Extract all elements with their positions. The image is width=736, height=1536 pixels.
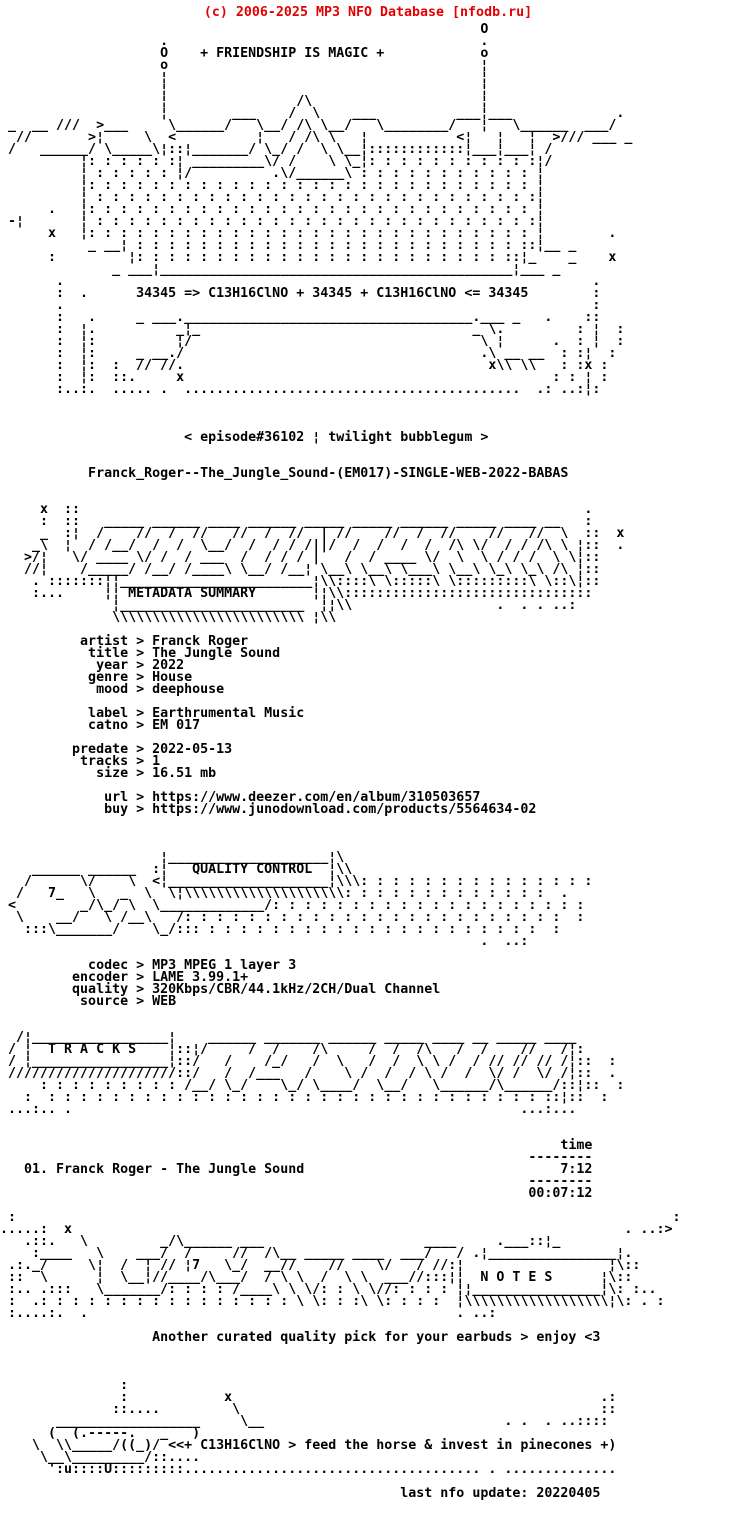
nfo-ascii-art: O . . O + FRIENDSHIP IS MAGIC + o o ¦ <box>0 22 681 1501</box>
site-copyright-link[interactable]: (c) 2006-2025 MP3 NFO Database [nfodb.ru… <box>203 5 533 20</box>
